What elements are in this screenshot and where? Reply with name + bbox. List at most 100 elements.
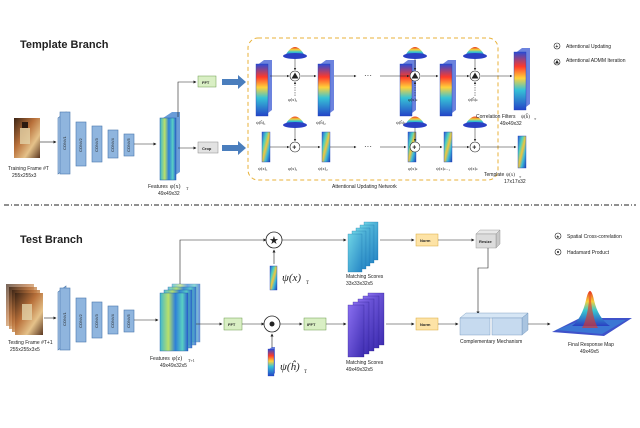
correlation-filters-map — [513, 48, 530, 111]
admm-triangle-icon — [291, 72, 299, 79]
conv-label-3: CONV3 — [94, 313, 99, 328]
conv3-block — [91, 125, 103, 163]
upper-admm-op-2 — [403, 47, 427, 82]
hadamard-dot-icon — [269, 321, 275, 327]
test-fft-label: FFT — [228, 322, 236, 327]
upper-row — [255, 60, 456, 117]
conv-label-4: CONV4 — [110, 313, 115, 328]
matching-scores-top — [347, 221, 379, 273]
lower-map-1 — [261, 131, 271, 163]
conv-label-5: CONV5 — [126, 313, 131, 328]
norm-label-top: Norm — [420, 238, 431, 243]
upper-map-1 — [255, 63, 269, 117]
lower-update-op-3: + — [463, 116, 487, 153]
lower-ellipsis: ··· — [364, 142, 372, 151]
update-plus-icon: + — [412, 145, 416, 152]
legend-cross-correlation: Spatial Cross-correlation — [567, 234, 622, 240]
template-label: Template — [484, 172, 505, 178]
legend-attentional-updating: Attentional Updating — [566, 44, 611, 50]
crop-forward-arrow — [222, 141, 246, 155]
ifft-label: IFFT — [307, 322, 316, 327]
update-plus-icon: + — [292, 145, 296, 152]
upper-label-2: φ(x)₁ — [288, 97, 298, 102]
psi-x-template-map — [269, 265, 278, 291]
template-features-map — [159, 112, 180, 181]
matching-scores-top-label: Matching Scores — [346, 274, 384, 280]
psi-x-sub: T — [306, 281, 309, 286]
upper-map-4 — [439, 63, 453, 117]
upper-map-2 — [317, 63, 331, 117]
tconv-label-5: CONV5 — [126, 137, 131, 152]
upper-label-6: ψ(ĥ)ₖ — [468, 97, 478, 102]
admm-triangle-icon — [471, 72, 479, 79]
correlation-filters-size: 49x49x32 — [500, 121, 522, 127]
template-conv-stack — [57, 111, 135, 175]
resize-box — [475, 229, 501, 249]
conv1-block — [59, 111, 71, 175]
test-features-symbol: φ(z) — [172, 355, 182, 362]
upper-label-3: ψ(ĥ)₂ — [316, 120, 326, 125]
lower-label-1: ψ(x)₁ — [258, 166, 268, 171]
test-branch-title: Test Branch — [20, 234, 83, 246]
complementary-mechanism-block — [459, 312, 529, 336]
template-map — [517, 135, 527, 169]
psi-x-label: ψ(x) — [282, 272, 301, 284]
psi-h-sub: T — [304, 370, 307, 375]
norm-label-bottom: Norm — [420, 322, 431, 327]
template-crop-label: Crop — [202, 146, 212, 151]
lower-label-6: ψ(x)ₖ — [468, 166, 478, 171]
lower-label-5: ψ(x)ₖ₋₁ — [436, 166, 450, 171]
matching-scores-bottom-size: 49x49x32x5 — [346, 367, 373, 373]
update-plus-icon: + — [472, 145, 476, 152]
upper-admm-op-3 — [463, 47, 487, 82]
attentional-updating-network-label: Attentional Updating Network — [332, 184, 397, 190]
upper-label-4: φ(x)ₖ — [408, 97, 418, 102]
upper-label-5: ψ(ĥ)ₖ₋₁ — [396, 120, 410, 125]
tconv-label-3: CONV3 — [94, 137, 99, 152]
test-conv5-block — [123, 309, 135, 333]
training-frame-size: 255x255x3 — [12, 173, 37, 179]
upper-ellipsis: ··· — [364, 71, 372, 80]
resize-label: Resize — [479, 239, 492, 244]
template-features-label: Features — [148, 184, 168, 190]
testing-frame-label: Testing Frame #T+1 — [8, 340, 53, 346]
upper-admm-op-1 — [283, 47, 307, 82]
final-response-size: 49x49x5 — [580, 349, 599, 355]
matching-scores-bottom-label: Matching Scores — [346, 360, 384, 366]
correlation-filters-symbol: ψ(ĥ) — [521, 114, 530, 120]
conv-label-1: CONV1 — [62, 311, 67, 326]
admm-triangle-icon — [411, 72, 419, 79]
lower-update-op-1: + — [283, 116, 307, 153]
test-features-label: Features — [150, 356, 170, 362]
conv2-block — [75, 121, 87, 167]
matching-scores-bottom — [347, 292, 385, 358]
training-frame-label: Training Frame #T — [8, 166, 49, 172]
template-fft-box — [197, 75, 217, 88]
matching-scores-top-size: 33x33x32x5 — [346, 281, 373, 287]
test-features-map — [159, 283, 201, 352]
template-sub: T — [519, 175, 522, 179]
testing-frame-stack — [6, 284, 43, 335]
conv4-block — [107, 129, 119, 159]
upper-label-1: ψ(ĥ)₁ — [256, 120, 266, 125]
test-conv1-block — [59, 287, 71, 351]
legend-admm-iteration: Attentional ADMM Iteration — [566, 58, 626, 64]
tconv-label-2: CONV2 — [78, 137, 83, 152]
test-features-sub: T+1 — [188, 358, 195, 363]
test-conv4-block — [107, 305, 119, 335]
testing-frame-size: 255x255x3x5 — [10, 347, 40, 353]
legend-star-icon — [554, 232, 562, 240]
svg-text:+: + — [555, 44, 558, 50]
legend-hadamard: Hadamard Product — [567, 250, 610, 256]
template-branch-title: Template Branch — [20, 39, 109, 51]
template-symbol: ψ(x) — [506, 173, 515, 178]
template-features-size: 49x49x32 — [158, 191, 180, 197]
test-features-size: 49x49x32x5 — [160, 363, 187, 369]
template-size: 17x17x32 — [504, 179, 526, 185]
template-crop-box — [197, 141, 219, 154]
lower-update-op-2: + — [403, 116, 427, 153]
test-conv2-block — [75, 297, 87, 343]
tconv-label-4: CONV4 — [110, 137, 115, 152]
fft-forward-arrow — [222, 75, 246, 89]
